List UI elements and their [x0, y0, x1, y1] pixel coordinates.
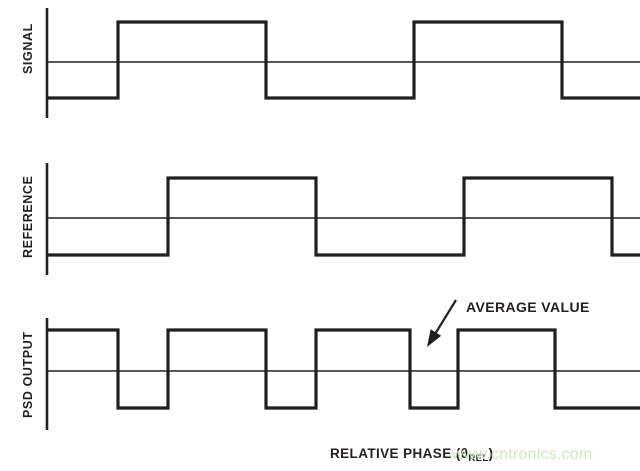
reference-waveform — [47, 176, 640, 257]
signal-waveform — [47, 20, 640, 100]
x-axis-label-close: ) — [489, 446, 494, 461]
trace-signal: SIGNAL — [21, 8, 640, 118]
x-axis-label: RELATIVE PHASE (θREL) — [330, 446, 493, 464]
psd-axis-label: PSD OUTPUT — [21, 331, 35, 418]
average-value-arrow-line — [432, 299, 457, 337]
psd-waveform — [47, 328, 640, 410]
average-value-label: AVERAGE VALUE — [466, 299, 590, 315]
theta-symbol: θ — [461, 446, 469, 461]
trace-psd-output: PSD OUTPUT — [21, 318, 640, 430]
x-axis-label-subscript: REL — [468, 453, 488, 464]
average-value-annotation: AVERAGE VALUE — [427, 299, 590, 347]
reference-axis-label: REFERENCE — [21, 176, 35, 259]
signal-axis-label: SIGNAL — [21, 23, 35, 74]
x-axis-label-main: RELATIVE PHASE ( — [330, 446, 461, 461]
watermark: www.cntronics.com — [451, 446, 592, 463]
trace-reference: REFERENCE — [21, 163, 640, 275]
average-value-arrow-head — [427, 329, 442, 347]
